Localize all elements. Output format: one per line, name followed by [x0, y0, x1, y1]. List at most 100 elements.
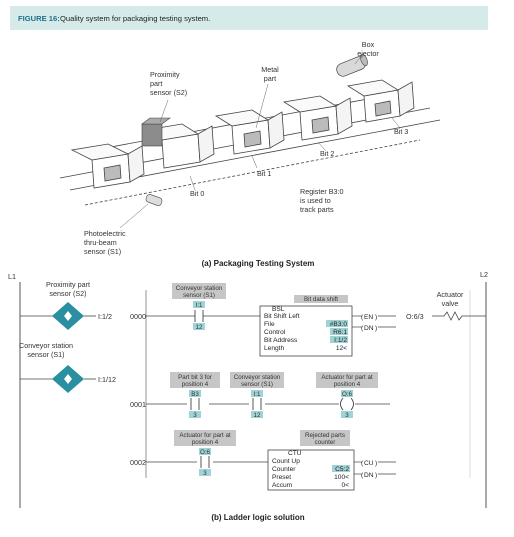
rung-1-contact-1-tag	[170, 372, 220, 388]
rail-l1-label: L1	[8, 272, 16, 281]
box-ejector-label-1: Box	[362, 40, 375, 49]
register-note-1: Register B3:0	[300, 187, 344, 196]
svg-text:position 4: position 4	[192, 439, 219, 446]
box-4	[282, 95, 353, 141]
ctu-dn-output: DN	[364, 472, 374, 479]
svg-text:Rejected parts: Rejected parts	[305, 432, 345, 439]
input-2-label-1: Conveyor station	[19, 341, 73, 350]
output-label-2: valve	[442, 299, 459, 308]
caption-a: (a) Packaging Testing System	[202, 259, 315, 268]
input-1-address: I:1/2	[98, 312, 112, 321]
rung-1-number: 0001	[130, 400, 146, 409]
rung-0-contact-addr-top: I:1	[196, 302, 203, 309]
svg-text:Bit Address: Bit Address	[264, 337, 298, 344]
rung-0-contact-addr-bottom: 12	[196, 324, 203, 331]
conveyor-floor-hatch	[84, 139, 421, 206]
bit-0-label: Bit 0	[190, 189, 204, 198]
ctu-block-name: CTU	[288, 450, 302, 457]
input-1-label-2: sensor (S2)	[49, 289, 86, 298]
svg-text:Control: Control	[264, 329, 286, 336]
svg-text:File: File	[264, 321, 275, 328]
svg-text:position 4: position 4	[334, 381, 361, 388]
figure-label: FIGURE 16:	[18, 14, 60, 23]
svg-text:(: (	[361, 472, 364, 479]
svg-text:Accum: Accum	[272, 482, 293, 489]
rung-0-number: 0000	[130, 312, 146, 321]
bit-1-label: Bit 1	[257, 169, 271, 178]
svg-text:12: 12	[254, 412, 261, 419]
svg-text:): )	[375, 325, 377, 332]
svg-text:Conveyor station: Conveyor station	[176, 285, 223, 292]
rung-2-number: 0002	[130, 458, 146, 467]
box-3	[214, 109, 285, 155]
svg-text:sensor (S1): sensor (S1)	[241, 381, 273, 388]
bit-3-label: Bit 3	[394, 127, 408, 136]
proximity-label-1: Proximity	[150, 70, 180, 79]
proximity-sensor-device	[141, 117, 171, 147]
svg-text:(: (	[361, 460, 364, 467]
svg-text:3: 3	[345, 412, 349, 419]
svg-text:100<: 100<	[334, 474, 349, 481]
svg-text:R6:1: R6:1	[333, 329, 347, 336]
output-address: O:6/3	[406, 312, 424, 321]
svg-text:(: (	[361, 325, 364, 332]
photoelectric-sensor-device	[145, 194, 163, 206]
svg-text:): )	[375, 472, 377, 479]
rung-0-contact-tag	[172, 283, 226, 299]
proximity-label-2: part	[150, 79, 162, 88]
rung-2-block-tag	[300, 430, 350, 446]
rung-1-coil-icon	[340, 397, 344, 411]
box-ejector-label-2: ejector	[357, 49, 379, 58]
bit-2-label: Bit 2	[320, 149, 334, 158]
proximity-label-3: sensor (S2)	[150, 88, 187, 97]
bsl-dn-output: DN	[364, 325, 374, 332]
metal-part-label-1: Metal	[261, 65, 279, 74]
svg-text:counter: counter	[315, 439, 336, 446]
output-label-1: Actuator	[437, 290, 464, 299]
photoelectric-label-1: Photoelectric	[84, 229, 126, 238]
bsl-block-name: BSL	[272, 306, 285, 313]
input-2-label-2: sensor (S1)	[27, 350, 64, 359]
svg-text:Conveyor station: Conveyor station	[234, 374, 281, 381]
svg-text:Preset: Preset	[272, 474, 291, 481]
svg-text:(: (	[361, 314, 364, 321]
svg-text:O:6: O:6	[342, 391, 353, 398]
svg-text:Actuator for part at: Actuator for part at	[179, 432, 231, 439]
rung-2-contact-tag	[174, 430, 236, 446]
svg-text:Counter: Counter	[272, 466, 296, 473]
ctu-cu-output: CU	[364, 460, 374, 467]
svg-text:0<: 0<	[341, 482, 349, 489]
svg-text:): )	[375, 314, 377, 321]
metal-part-label-2: part	[264, 74, 276, 83]
photoelectric-label-3: sensor (S1)	[84, 247, 121, 256]
svg-text:position 4: position 4	[182, 381, 209, 388]
rail-l2-label: L2	[480, 270, 488, 279]
svg-text:Count Up: Count Up	[272, 458, 300, 465]
svg-text:B3: B3	[191, 391, 199, 398]
leader-lines	[119, 54, 401, 229]
svg-text:Actuator for part at: Actuator for part at	[321, 374, 373, 381]
box-ejector-device	[336, 54, 368, 77]
svg-text:I:1: I:1	[254, 391, 261, 398]
input-2-address: I:1/12	[98, 375, 116, 384]
figure-header-band	[10, 6, 488, 30]
svg-text:3: 3	[193, 412, 197, 419]
bsl-en-output: EN	[364, 314, 373, 321]
actuator-valve-icon	[432, 311, 486, 321]
box-5	[346, 79, 415, 123]
rung-1-contact-2-tag	[230, 372, 284, 388]
caption-b: (b) Ladder logic solution	[211, 513, 304, 522]
svg-text:Bit Shift Left: Bit Shift Left	[264, 313, 300, 320]
svg-text:I:1/2: I:1/2	[334, 337, 347, 344]
figure-title: Quality system for packaging testing sys…	[60, 14, 210, 23]
photoelectric-label-2: thru-beam	[84, 238, 117, 247]
svg-text:#B3:0: #B3:0	[330, 321, 348, 328]
svg-text:C5:2: C5:2	[335, 466, 349, 473]
register-note-2: is used to	[300, 196, 331, 205]
svg-text:Part bit 3 for: Part bit 3 for	[178, 374, 212, 381]
rung-0-block-tag: Bit data shift	[304, 296, 338, 303]
svg-text:O:6: O:6	[200, 449, 211, 456]
svg-text:sensor (S1): sensor (S1)	[183, 292, 215, 299]
